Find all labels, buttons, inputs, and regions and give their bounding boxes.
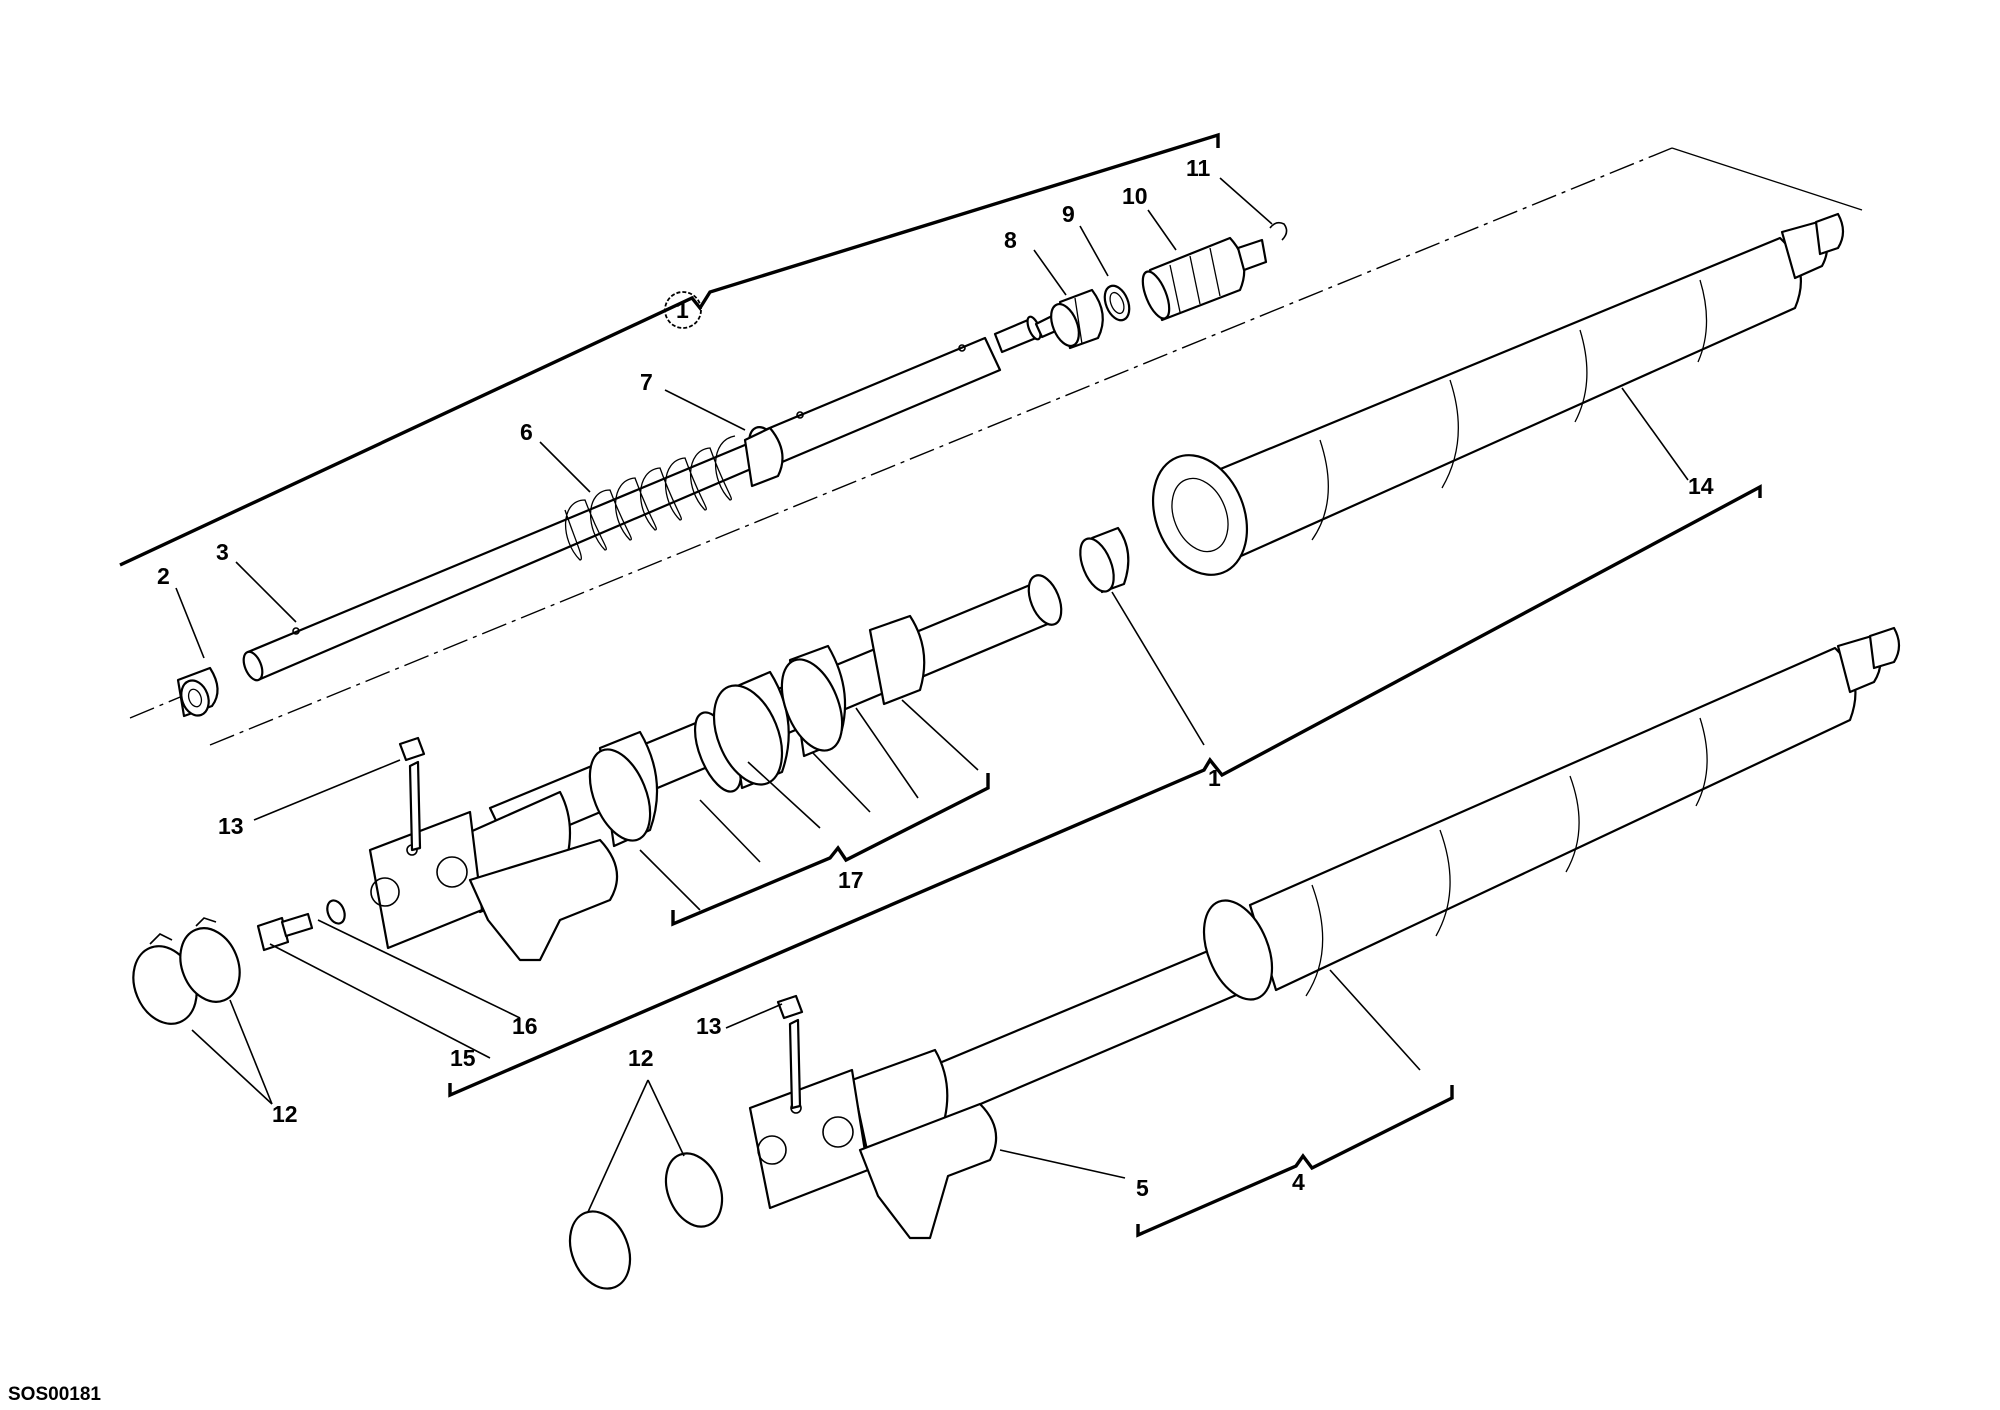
part-14-outer-tube [1151, 212, 1845, 576]
callout-10: 10 [1122, 183, 1148, 209]
part-6-spring [564, 435, 736, 561]
callout-9: 9 [1062, 201, 1075, 227]
callout-12-left: 12 [272, 1101, 298, 1127]
callout-1: 1 [1208, 765, 1221, 791]
callout-13-upper: 13 [218, 813, 244, 839]
part-rod-end [993, 314, 1060, 354]
bracket-17 [671, 773, 990, 927]
callout-1-circle [664, 291, 702, 329]
callout-3: 3 [216, 539, 229, 565]
fork-foot-upper [368, 736, 619, 962]
part-4-fork-leg-assembly [868, 626, 1901, 1142]
callout-16: 16 [512, 1013, 538, 1039]
callout-8: 8 [1004, 227, 1017, 253]
part-1-bush [1079, 526, 1130, 594]
part-8-nut [1050, 288, 1104, 350]
fork-foot-lower [748, 994, 998, 1240]
callout-14: 14 [1688, 473, 1714, 499]
part-2-bushing [176, 666, 219, 718]
callout-13-lower: 13 [696, 1013, 722, 1039]
callout-4: 4 [1292, 1169, 1305, 1195]
callout-2: 2 [157, 563, 170, 589]
callout-5: 5 [1136, 1175, 1149, 1201]
part-12-clamps-lower [568, 1152, 724, 1290]
callout-17: 17 [838, 867, 864, 893]
bracket-leg-1 [448, 484, 1762, 1098]
callout-15: 15 [450, 1045, 476, 1071]
leader-lines [175, 177, 1689, 1213]
part-10-adjuster [1141, 236, 1268, 322]
callout-1-circled: 1 [676, 297, 689, 323]
bracket-cartridge-group [119, 132, 1220, 567]
part-15-bolt [256, 912, 314, 952]
part-11-clip [1269, 221, 1288, 241]
callout-6: 6 [520, 419, 533, 445]
axis-dashed-frame [129, 694, 186, 719]
callout-12-lower: 12 [628, 1045, 654, 1071]
part-12-clamps-left [132, 917, 241, 1025]
callout-7: 7 [640, 369, 653, 395]
part-9-washer [1103, 284, 1131, 322]
part-7-cartridge-tube [743, 336, 1002, 488]
callout-11: 11 [1186, 155, 1211, 181]
part-17-fork-leg-upper [488, 574, 1063, 852]
drawing-code: SOS00181 [8, 1384, 101, 1405]
bracket-leg-4 [1136, 1085, 1454, 1238]
part-16-washer [326, 899, 346, 925]
